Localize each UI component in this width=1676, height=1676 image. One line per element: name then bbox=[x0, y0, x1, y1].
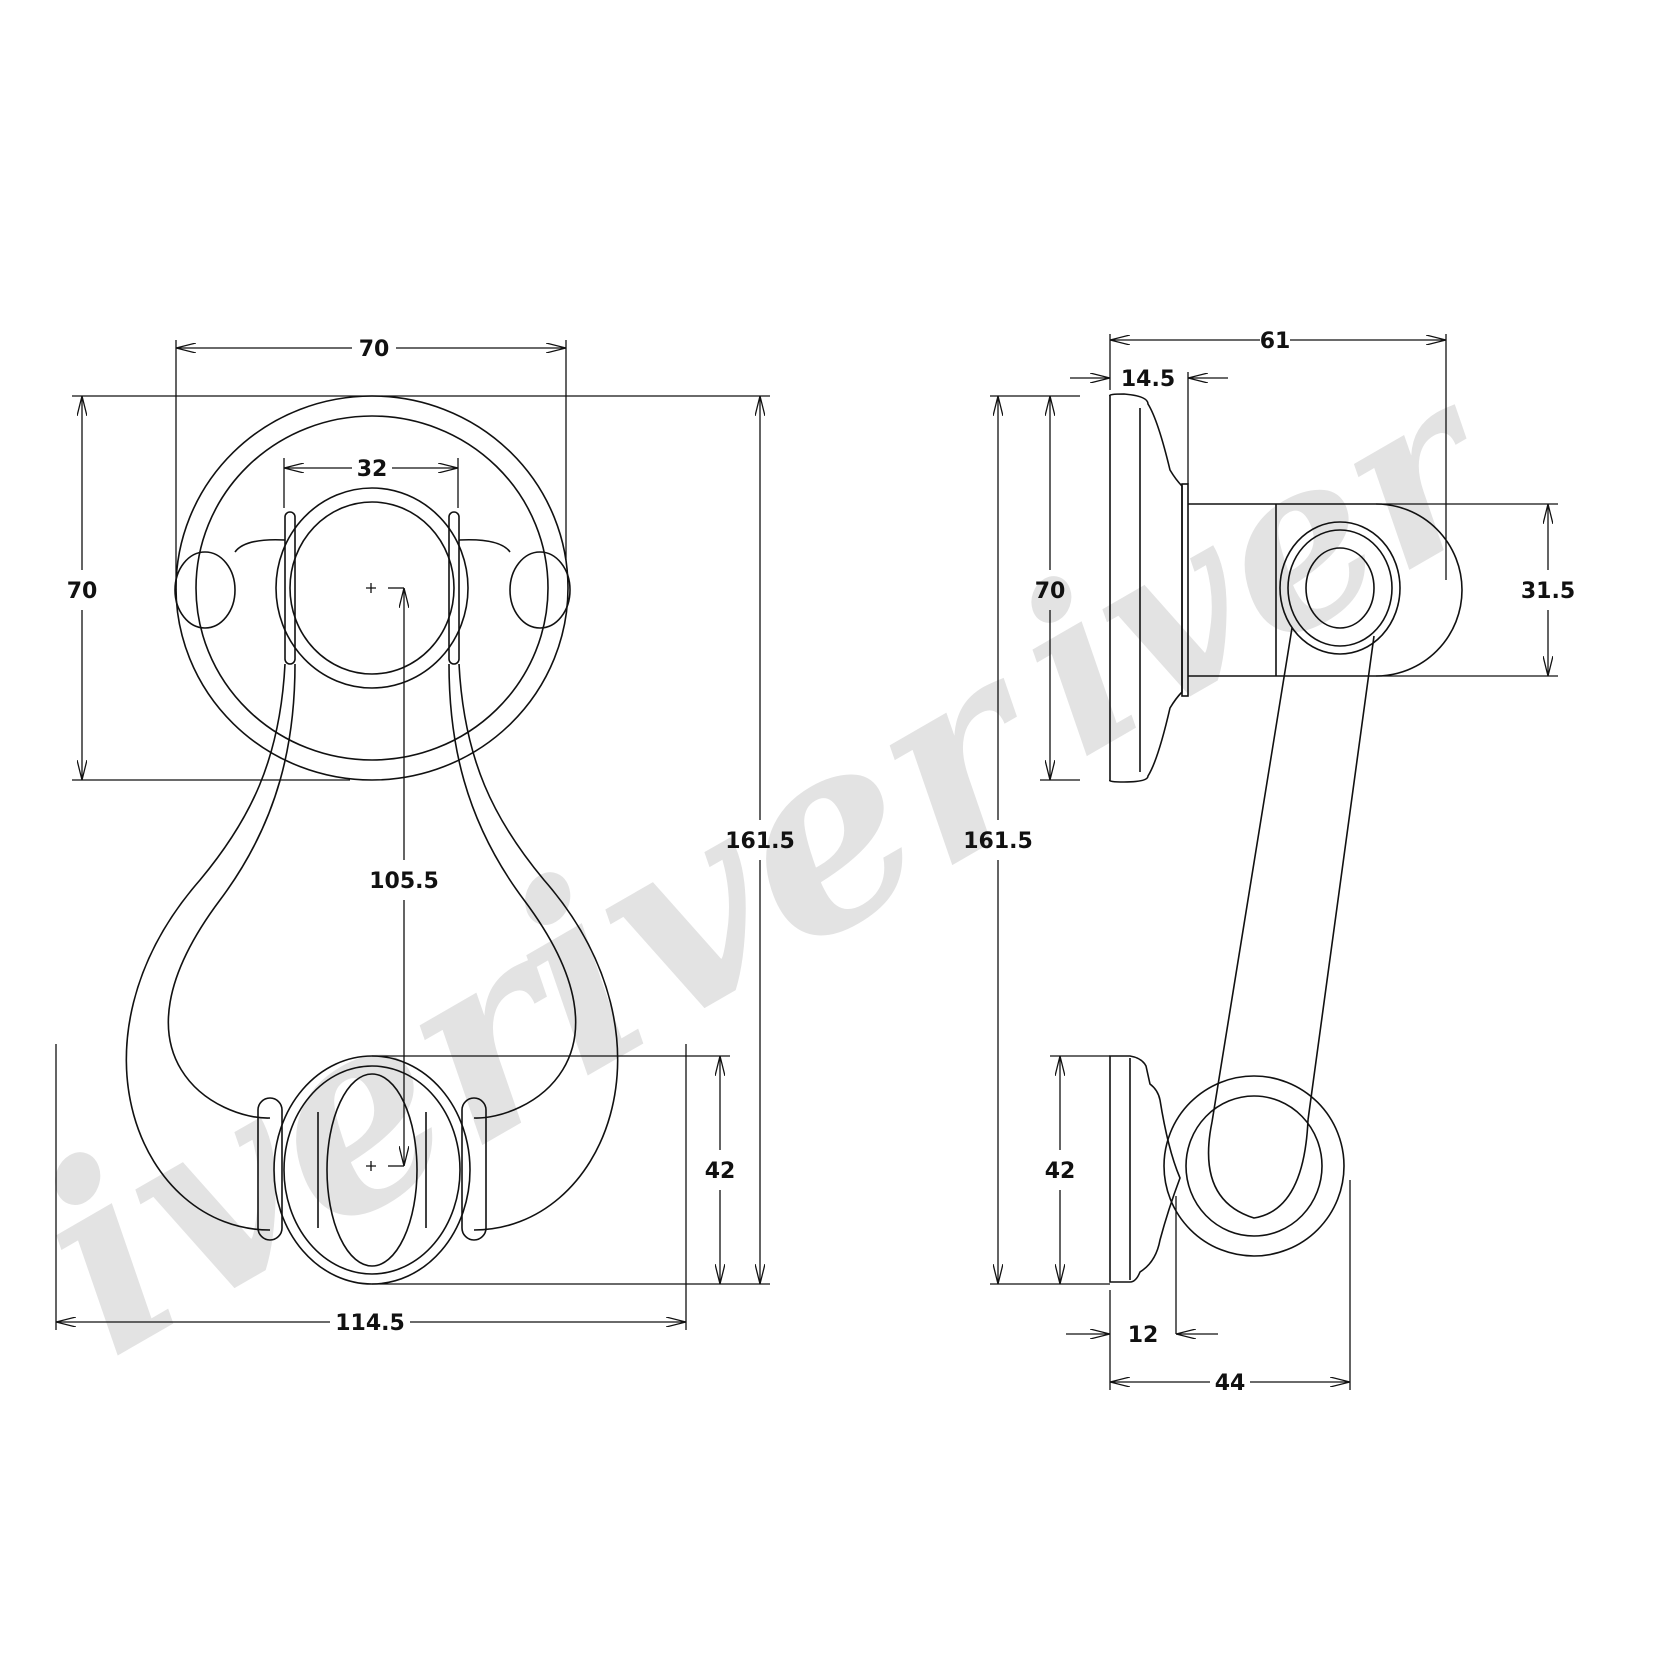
front-collar-left bbox=[284, 511, 296, 665]
side-arm bbox=[1211, 627, 1375, 1123]
front-ring-inner-right bbox=[448, 663, 577, 1119]
dim-front-overall-height: 161.5 bbox=[725, 829, 795, 854]
front-boss-outer bbox=[275, 487, 469, 689]
dim-side-bottom-projection: 44 bbox=[1215, 1371, 1246, 1396]
watermark-group: iver iver iver bbox=[0, 322, 1543, 1414]
dim-front-backplate-width: 70 bbox=[359, 337, 390, 362]
front-ring-inner-left bbox=[167, 663, 296, 1119]
front-collar-right bbox=[448, 511, 460, 665]
front-view bbox=[125, 395, 619, 1285]
dim-side-overall-projection: 61 bbox=[1260, 329, 1291, 354]
dim-front-striker-height: 42 bbox=[705, 1159, 736, 1184]
center-mark-top bbox=[366, 583, 376, 593]
front-striker-mid bbox=[283, 1065, 461, 1275]
side-striker-ball-inner bbox=[1185, 1095, 1323, 1237]
center-mark-bottom bbox=[366, 1161, 376, 1171]
front-ring-outer-left bbox=[125, 663, 286, 1231]
side-hinge-ring-mid bbox=[1287, 529, 1393, 647]
side-hinge-ring-outer bbox=[1279, 521, 1401, 655]
front-ring-outer-right bbox=[458, 663, 619, 1231]
front-hinge-bar bbox=[234, 538, 511, 553]
dim-front-inner-spacing: 32 bbox=[357, 457, 388, 482]
front-boss-inner bbox=[289, 501, 455, 675]
dim-front-center-distance: 105.5 bbox=[369, 869, 439, 894]
side-hinge-block bbox=[1188, 503, 1463, 677]
side-dimensions: 61 14.5 161.5 70 31.5 42 12 bbox=[963, 329, 1575, 1396]
front-backplate-inner bbox=[195, 415, 549, 761]
dim-side-backplate-height: 70 bbox=[1035, 579, 1066, 604]
side-arm-end bbox=[1207, 1119, 1309, 1219]
side-striker-ball-outer bbox=[1163, 1075, 1345, 1257]
dim-side-striker-depth: 12 bbox=[1128, 1323, 1159, 1348]
front-striker-inner bbox=[326, 1073, 418, 1267]
side-striker-plate bbox=[1109, 1055, 1181, 1283]
side-hinge-ring-inner bbox=[1305, 547, 1375, 629]
side-view bbox=[1108, 393, 1463, 1283]
front-striker-collar-left bbox=[257, 1097, 283, 1241]
front-striker-collar-right bbox=[461, 1097, 487, 1241]
front-knob-right bbox=[509, 551, 571, 629]
dim-side-backplate-depth: 14.5 bbox=[1121, 367, 1175, 392]
front-dimensions: 70 32 70 161.5 105.5 42 114.5 bbox=[55, 337, 795, 1336]
dim-side-striker-height: 42 bbox=[1045, 1159, 1076, 1184]
dim-side-hinge-height: 31.5 bbox=[1521, 579, 1575, 604]
front-knob-left bbox=[174, 551, 236, 629]
dim-front-backplate-height: 70 bbox=[67, 579, 98, 604]
side-backplate-flange bbox=[1181, 483, 1189, 697]
dim-side-overall-height: 161.5 bbox=[963, 829, 1033, 854]
dim-front-overall-width: 114.5 bbox=[335, 1311, 405, 1336]
